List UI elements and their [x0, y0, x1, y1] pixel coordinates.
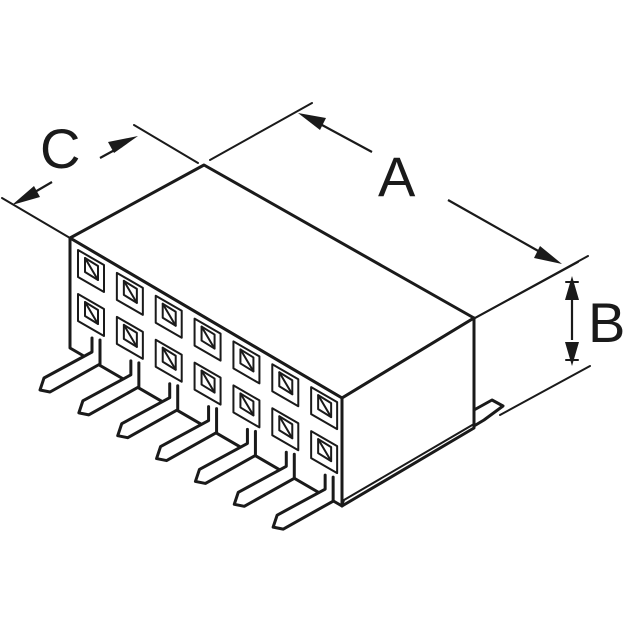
contact-spring [161, 302, 177, 327]
solder-tail [116, 382, 180, 440]
cavity-outer [271, 363, 300, 408]
contact-spring [84, 301, 99, 325]
cavity-outer [232, 384, 261, 429]
contact-spring [122, 323, 138, 348]
dimension-b: B [565, 276, 625, 366]
contact-cavities [77, 249, 339, 475]
solder-tail [155, 405, 219, 463]
dimension-b-label: B [588, 291, 625, 354]
end-tab [472, 398, 505, 428]
cavity-outer [154, 338, 183, 383]
contact-spring [239, 392, 255, 417]
dimension-a: A [298, 113, 562, 264]
solder-tail [77, 359, 141, 417]
cavity-outer [115, 271, 144, 316]
cavity-outer [310, 430, 339, 475]
contact-spring [200, 325, 216, 350]
connector-body [68, 163, 505, 508]
dimension-c: C [12, 117, 138, 205]
solder-tails [38, 336, 335, 531]
cavity-outer [193, 361, 222, 406]
cavity-outer [77, 249, 105, 293]
contact-spring [317, 438, 333, 463]
contact-spring [122, 279, 138, 304]
cavity-outer [115, 315, 144, 360]
contact-spring [84, 257, 99, 281]
cavity-outer [77, 293, 105, 337]
solder-tail [193, 427, 257, 485]
contact-spring [239, 348, 255, 373]
contact-spring [278, 371, 294, 396]
solder-tail [38, 336, 102, 394]
solder-tail [232, 450, 296, 508]
contact-spring [317, 394, 333, 419]
dimension-a-label: A [378, 145, 416, 208]
cavity-outer [271, 407, 300, 452]
dimension-c-label: C [40, 117, 80, 180]
cavity-outer [154, 294, 183, 339]
cavity-outer [232, 340, 261, 385]
contact-spring [161, 346, 177, 371]
cavity-outer [310, 386, 339, 431]
contact-spring [278, 415, 294, 440]
solder-tail [271, 473, 335, 531]
cavity-outer [193, 317, 222, 362]
extension-lines [1, 102, 591, 416]
contact-spring [200, 369, 216, 394]
